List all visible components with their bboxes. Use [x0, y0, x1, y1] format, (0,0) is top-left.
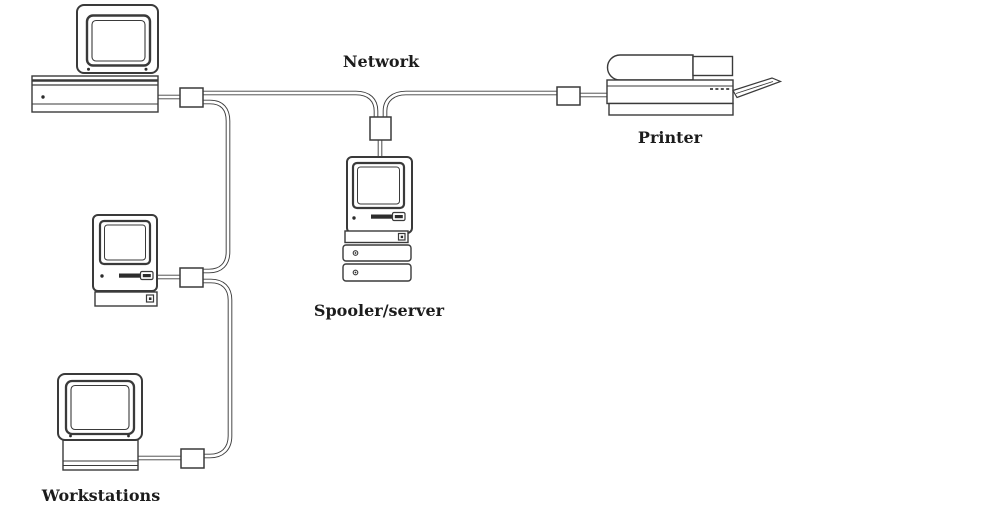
monitor-workstation-screen-bezel: [64, 379, 136, 436]
desktop-system-unit: [31, 75, 159, 113]
desktop-workstation: [31, 4, 159, 113]
power-light: [352, 216, 356, 220]
connector-box-spooler: [369, 116, 392, 141]
spooler-screen: [357, 166, 400, 205]
spooler-base: [344, 230, 409, 244]
network-backbone-cable-left: [203, 90, 379, 119]
printer-body: [606, 79, 734, 105]
daisy-chain-cable-top: [203, 99, 231, 274]
monitor-workstation: [57, 373, 143, 471]
connector-box-desktop: [179, 87, 204, 108]
compact-mac-base: [94, 291, 158, 307]
spooler-server-label: Spooler/server: [314, 301, 445, 320]
desktop-screen: [91, 19, 146, 62]
compact-mac-screen: [104, 224, 146, 261]
spooler-disk-drive-2: [342, 263, 412, 282]
spooler-server: [342, 156, 413, 282]
spooler-screen-bezel: [351, 161, 406, 210]
daisy-chain-cable-bottom: [203, 278, 233, 459]
monitor-workstation-screen: [70, 384, 130, 431]
printer-top-rear: [692, 55, 734, 77]
compact-mac-workstation: [92, 214, 158, 307]
desktop-screen-bezel: [85, 14, 152, 67]
printer: [606, 54, 783, 116]
network-backbone-cable-right: [382, 90, 557, 119]
connector-box-printer: [556, 86, 581, 106]
printer-label: Printer: [638, 128, 703, 147]
floppy-slot: [119, 273, 144, 278]
spooler-disk-drive-1: [342, 244, 412, 262]
printer-output-tray: [732, 77, 783, 99]
power-light: [41, 95, 45, 99]
connector-box-compact-mac: [179, 267, 204, 288]
printer-base: [608, 102, 734, 116]
floppy-slot: [371, 214, 396, 219]
compact-mac-screen-bezel: [98, 219, 152, 266]
printer-top-cover: [606, 54, 694, 81]
network-label: Network: [343, 52, 420, 71]
workstations-label: Workstations: [41, 486, 160, 505]
power-light: [100, 274, 104, 278]
connector-box-monitor-workstation: [180, 448, 205, 469]
